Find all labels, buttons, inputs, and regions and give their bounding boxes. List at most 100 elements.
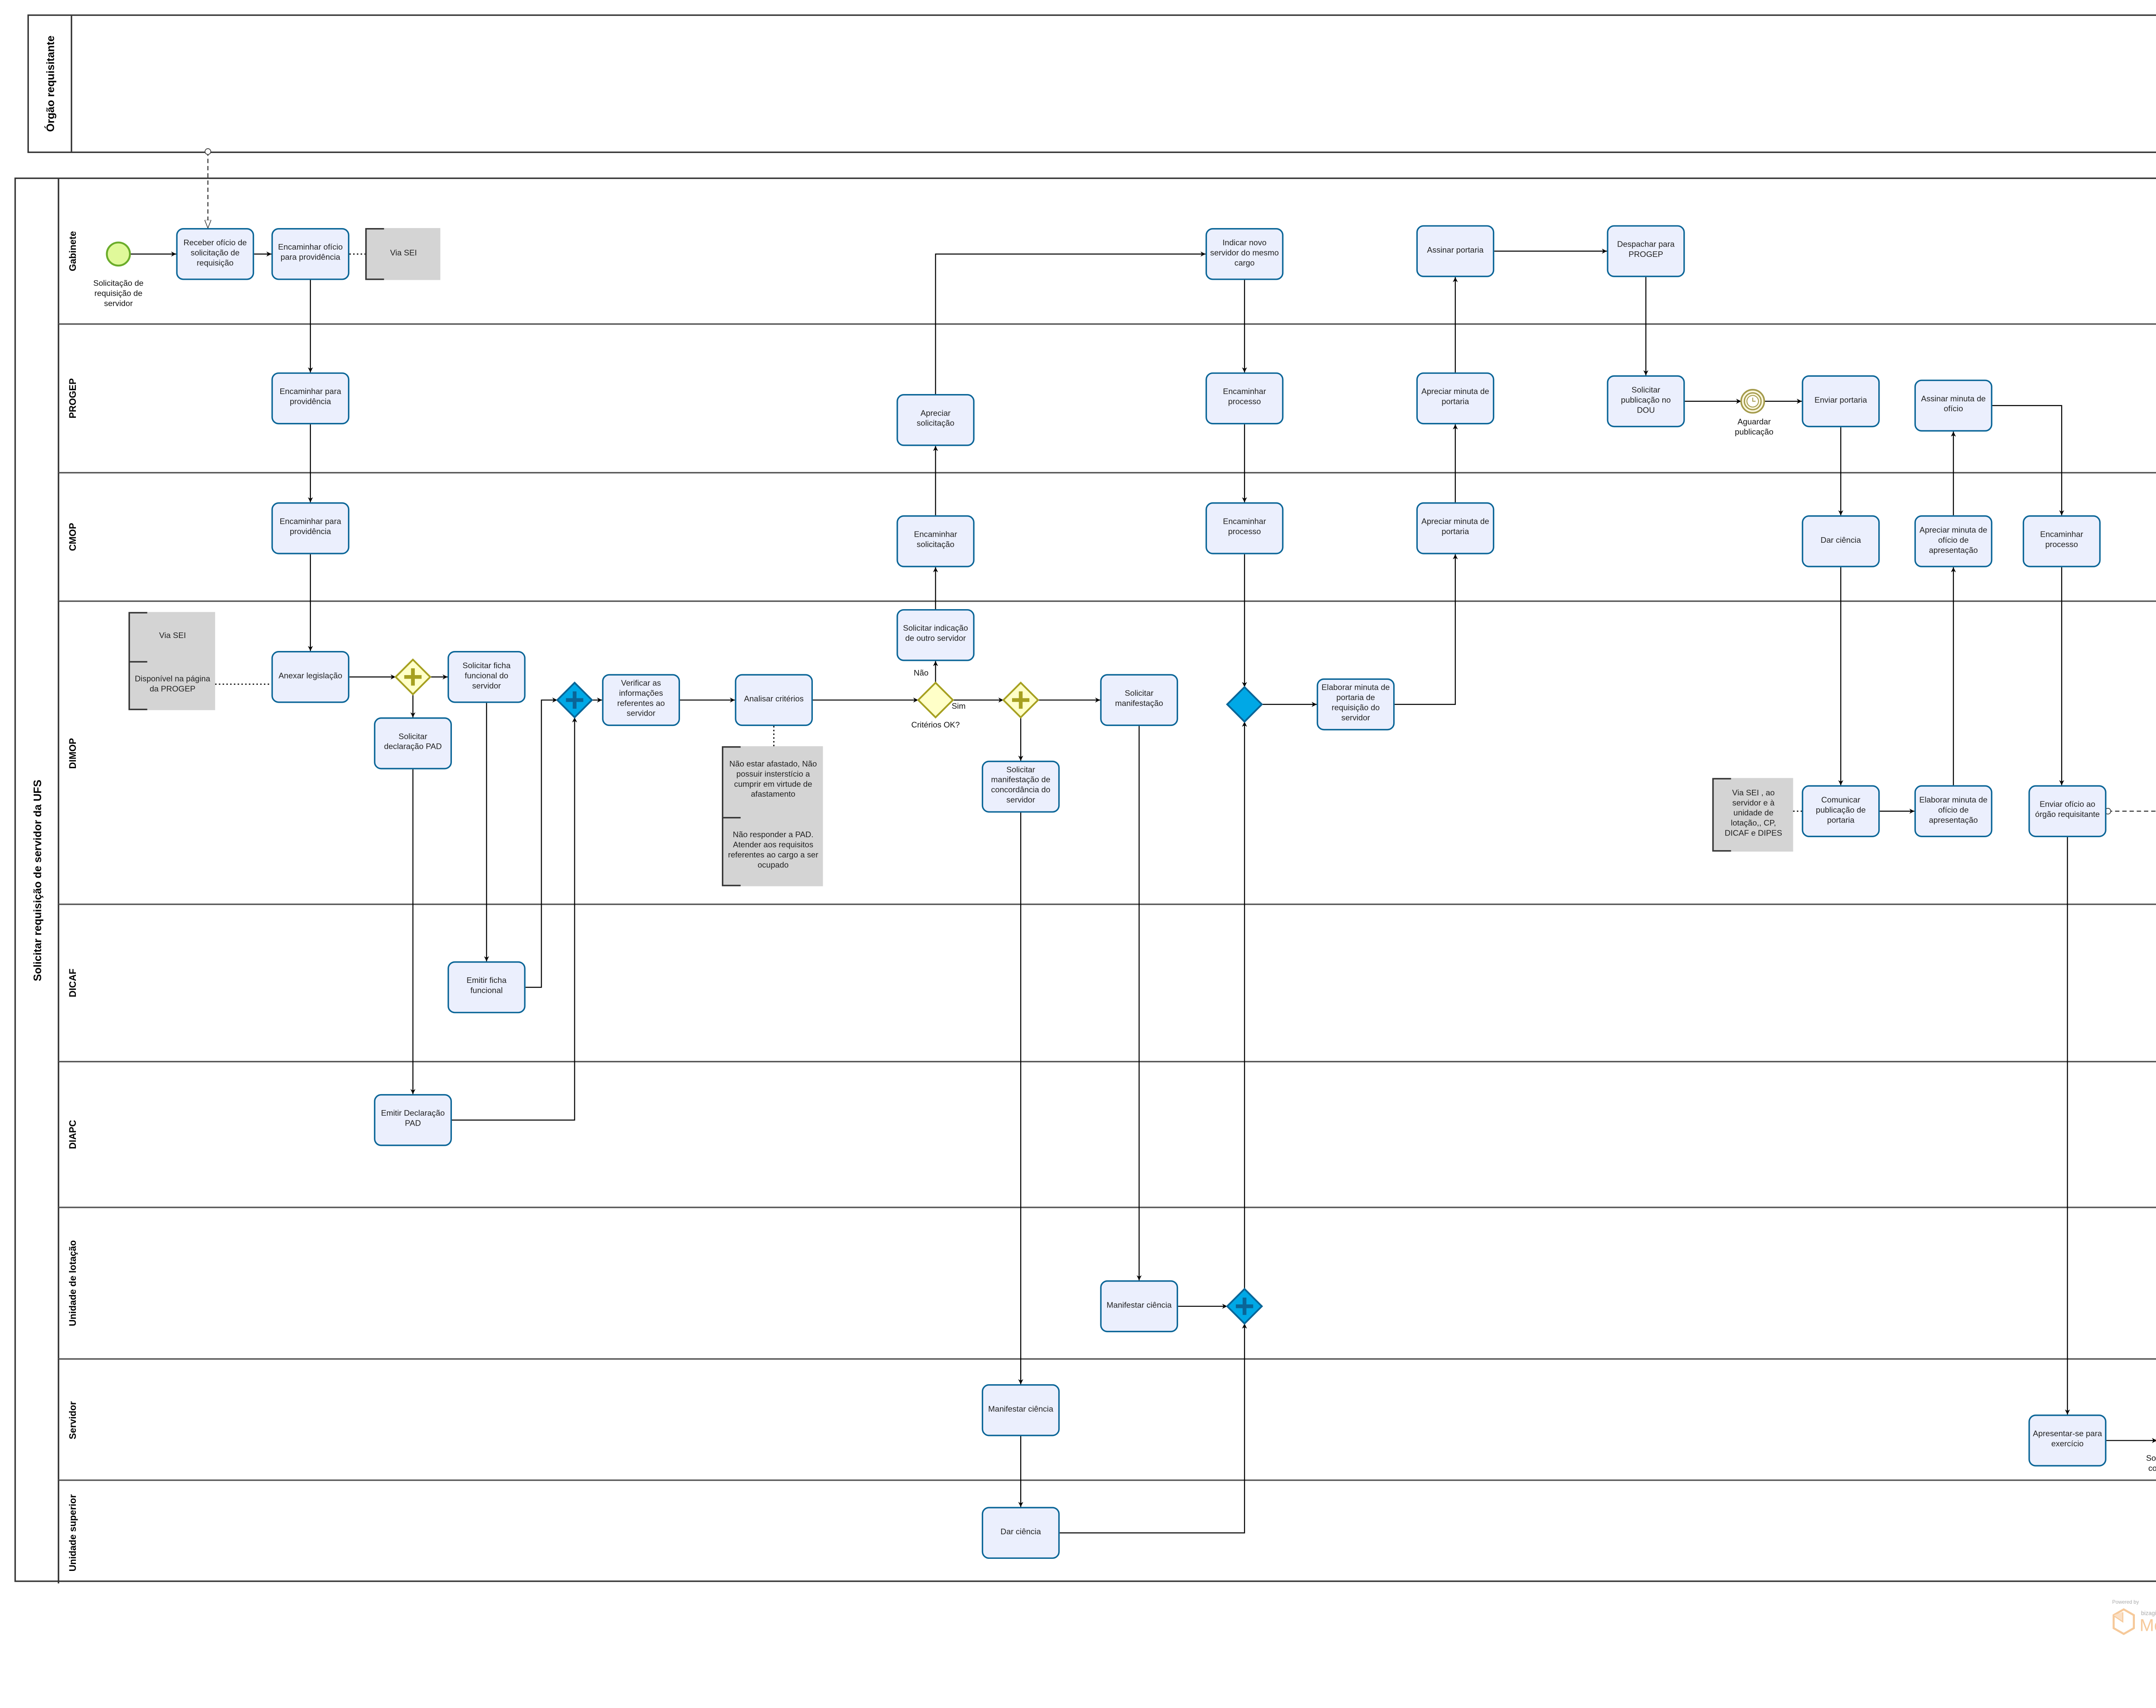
task-label: Solicitar manifestação: [1115, 690, 1163, 709]
task-enviar-portaria[interactable]: Enviar portaria: [1802, 375, 1880, 428]
lane[interactable]: Unidade superior: [57, 1479, 2156, 1583]
task-label: Encaminhar para providência: [279, 388, 342, 407]
task-enc-prov-progep[interactable]: Encaminhar para providência: [271, 372, 350, 425]
task-label: Enviar portaria: [1814, 396, 1867, 405]
annotation-text: Via SEI: [365, 228, 440, 280]
task-solicitar-ficha[interactable]: Solicitar ficha funcional do servidor: [447, 651, 526, 703]
task-dar-ciencia-superior[interactable]: Dar ciência: [981, 1507, 1060, 1559]
label-timer: Aguardar publicação: [1735, 418, 1774, 438]
task-label: Solicitar manifestação de concordância d…: [991, 766, 1050, 806]
task-label: Manifestar ciência: [988, 1405, 1053, 1414]
lane[interactable]: Gabinete: [57, 179, 2156, 323]
task-indicar-novo[interactable]: Indicar novo servidor do mesmo cargo: [1205, 228, 1284, 280]
label-nao: Não: [913, 669, 929, 679]
hexagon-logo-icon: [2112, 1608, 2135, 1635]
task-label: Solicitar publicação no DOU: [1621, 386, 1671, 415]
task-label: Apresentar-se para exercício: [2033, 1430, 2102, 1449]
annotation-text: Não responder a PAD. Atender aos requisi…: [722, 816, 823, 886]
task-label: Comunicar publicação de portaria: [1816, 796, 1866, 825]
task-label: Manifestar ciência: [1106, 1301, 1172, 1310]
task-solicitar-manifestacao[interactable]: Solicitar manifestação: [1100, 674, 1178, 726]
task-label: Emitir ficha funcional: [466, 977, 507, 996]
task-encaminhar-solicitacao[interactable]: Encaminhar solicitação: [896, 515, 975, 567]
task-manifestar-ciencia-servidor[interactable]: Manifestar ciência: [981, 1384, 1060, 1436]
annotation-comunicar[interactable]: Via SEI , ao servidor e à unidade de lot…: [1712, 778, 1793, 852]
message-flow: [2108, 810, 2156, 812]
lane[interactable]: DICAF: [57, 903, 2156, 1061]
task-apreciar-minuta-oficio[interactable]: Apreciar minuta de ofício de apresentaçã…: [1914, 515, 1993, 567]
lane[interactable]: CMOP: [57, 472, 2156, 601]
sequence-flow: [1395, 554, 1458, 705]
task-enviar-oficio[interactable]: Enviar ofício ao órgão requisitante: [2028, 785, 2107, 837]
task-apreciar-minuta-progep[interactable]: Apreciar minuta de portaria: [1416, 372, 1495, 425]
task-label: Encaminhar ofício para providência: [278, 244, 343, 263]
task-solicitar-publicacao[interactable]: Solicitar publicação no DOU: [1607, 375, 1685, 428]
annotation-criterios[interactable]: Não estar afastado, Não possuir insterst…: [722, 746, 823, 886]
task-label: Elaborar minuta de portaria de requisiçã…: [1321, 684, 1390, 723]
lane[interactable]: Unidade de lotação: [57, 1207, 2156, 1358]
task-enc-processo-cmop2[interactable]: Encaminhar processo: [2022, 515, 2101, 567]
sequence-flow: [1992, 405, 2065, 516]
task-label: Enviar ofício ao órgão requisitante: [2035, 801, 2100, 820]
task-verificar-info[interactable]: Verificar as informações referentes ao s…: [602, 674, 680, 726]
task-encaminhar-oficio[interactable]: Encaminhar ofício para providência: [271, 228, 350, 280]
bizagi-modeler-logo: Powered by bizagi Modeler: [2111, 1599, 2156, 1645]
annotation-via-sei-gabinete[interactable]: Via SEI: [365, 228, 441, 280]
lane[interactable]: DIMOP: [57, 600, 2156, 904]
task-solicitar-concordancia[interactable]: Solicitar manifestação de concordância d…: [981, 760, 1060, 813]
task-apreciar-minuta-cmop[interactable]: Apreciar minuta de portaria: [1416, 502, 1495, 554]
task-solicitar-pad[interactable]: Solicitar declaração PAD: [374, 717, 452, 770]
task-receber-oficio[interactable]: Receber ofício de solicitação de requisi…: [176, 228, 254, 280]
sequence-flow: [1059, 1323, 1247, 1533]
task-enc-processo-cmop[interactable]: Encaminhar processo: [1205, 502, 1284, 554]
lane[interactable]: Servidor: [57, 1358, 2156, 1480]
task-label: Encaminhar processo: [1223, 518, 1266, 537]
lane[interactable]: DIAPC: [57, 1060, 2156, 1207]
task-assinar-portaria[interactable]: Assinar portaria: [1416, 225, 1495, 277]
pool-orgao-requisitante[interactable]: Órgão requisitante: [27, 14, 2156, 153]
task-despachar-progep[interactable]: Despachar para PROGEP: [1607, 225, 1685, 277]
task-elaborar-minuta-portaria[interactable]: Elaborar minuta de portaria de requisiçã…: [1316, 678, 1395, 731]
task-enc-prov-cmop[interactable]: Encaminhar para providência: [271, 502, 350, 554]
task-emitir-ficha[interactable]: Emitir ficha funcional: [447, 961, 526, 1014]
clock-hands-icon: [1752, 397, 1756, 402]
sequence-flow: [935, 251, 1206, 394]
plus-icon: [1012, 691, 1030, 709]
task-dar-ciencia-cmop[interactable]: Dar ciência: [1802, 515, 1880, 567]
pool-main-process[interactable]: Solicitar requisição de servidor da UFS …: [14, 177, 2156, 1583]
plus-icon: [1236, 1298, 1253, 1315]
task-label: Encaminhar processo: [2040, 531, 2084, 550]
pool-header: Órgão requisitante: [29, 16, 72, 152]
lane[interactable]: PROGEP: [57, 323, 2156, 472]
task-analisar-criterios[interactable]: Analisar critérios: [735, 674, 813, 726]
exclusive-gateway-icon: [917, 681, 954, 719]
label-sim: Sim: [952, 703, 966, 712]
task-elaborar-minuta-oficio[interactable]: Elaborar minuta de ofício de apresentaçã…: [1914, 785, 1993, 837]
task-emitir-pad[interactable]: Emitir Declaração PAD: [374, 1094, 452, 1146]
task-solicitar-indicacao[interactable]: Solicitar indicação de outro servidor: [896, 609, 975, 661]
powered-by-text: Powered by: [2112, 1599, 2139, 1605]
exclusive-gateway-icon: [1226, 685, 1263, 723]
task-enc-processo-progep[interactable]: Encaminhar processo: [1205, 372, 1284, 425]
plus-icon: [566, 691, 583, 709]
task-apresentar-exercicio[interactable]: Apresentar-se para exercício: [2028, 1414, 2107, 1467]
task-comunicar-publicacao[interactable]: Comunicar publicação de portaria: [1802, 785, 1880, 837]
task-apreciar-solicitacao[interactable]: Apreciar solicitação: [896, 394, 975, 446]
plus-icon: [404, 668, 422, 686]
task-anexar-legislacao[interactable]: Anexar legislação: [271, 651, 350, 703]
task-label: Encaminhar para providência: [279, 518, 342, 537]
task-manifestar-ciencia-lotacao[interactable]: Manifestar ciência: [1100, 1280, 1178, 1333]
task-label: Indicar novo servidor do mesmo cargo: [1210, 239, 1279, 268]
sequence-flow: [525, 698, 558, 988]
task-label: Receber ofício de solicitação de requisi…: [183, 239, 247, 268]
task-assinar-minuta-oficio[interactable]: Assinar minuta de ofício: [1914, 379, 1993, 432]
label-start: Solicitação de requisição de servidor: [93, 280, 144, 309]
task-label: Dar ciência: [1000, 1528, 1041, 1537]
product-text: Modeler: [2140, 1615, 2156, 1636]
task-label: Apreciar minuta de portaria: [1421, 388, 1489, 407]
task-label: Solicitar ficha funcional do servidor: [462, 662, 511, 691]
task-label: Elaborar minuta de ofício de apresentaçã…: [1919, 796, 1988, 825]
task-label: Anexar legislação: [278, 672, 342, 681]
